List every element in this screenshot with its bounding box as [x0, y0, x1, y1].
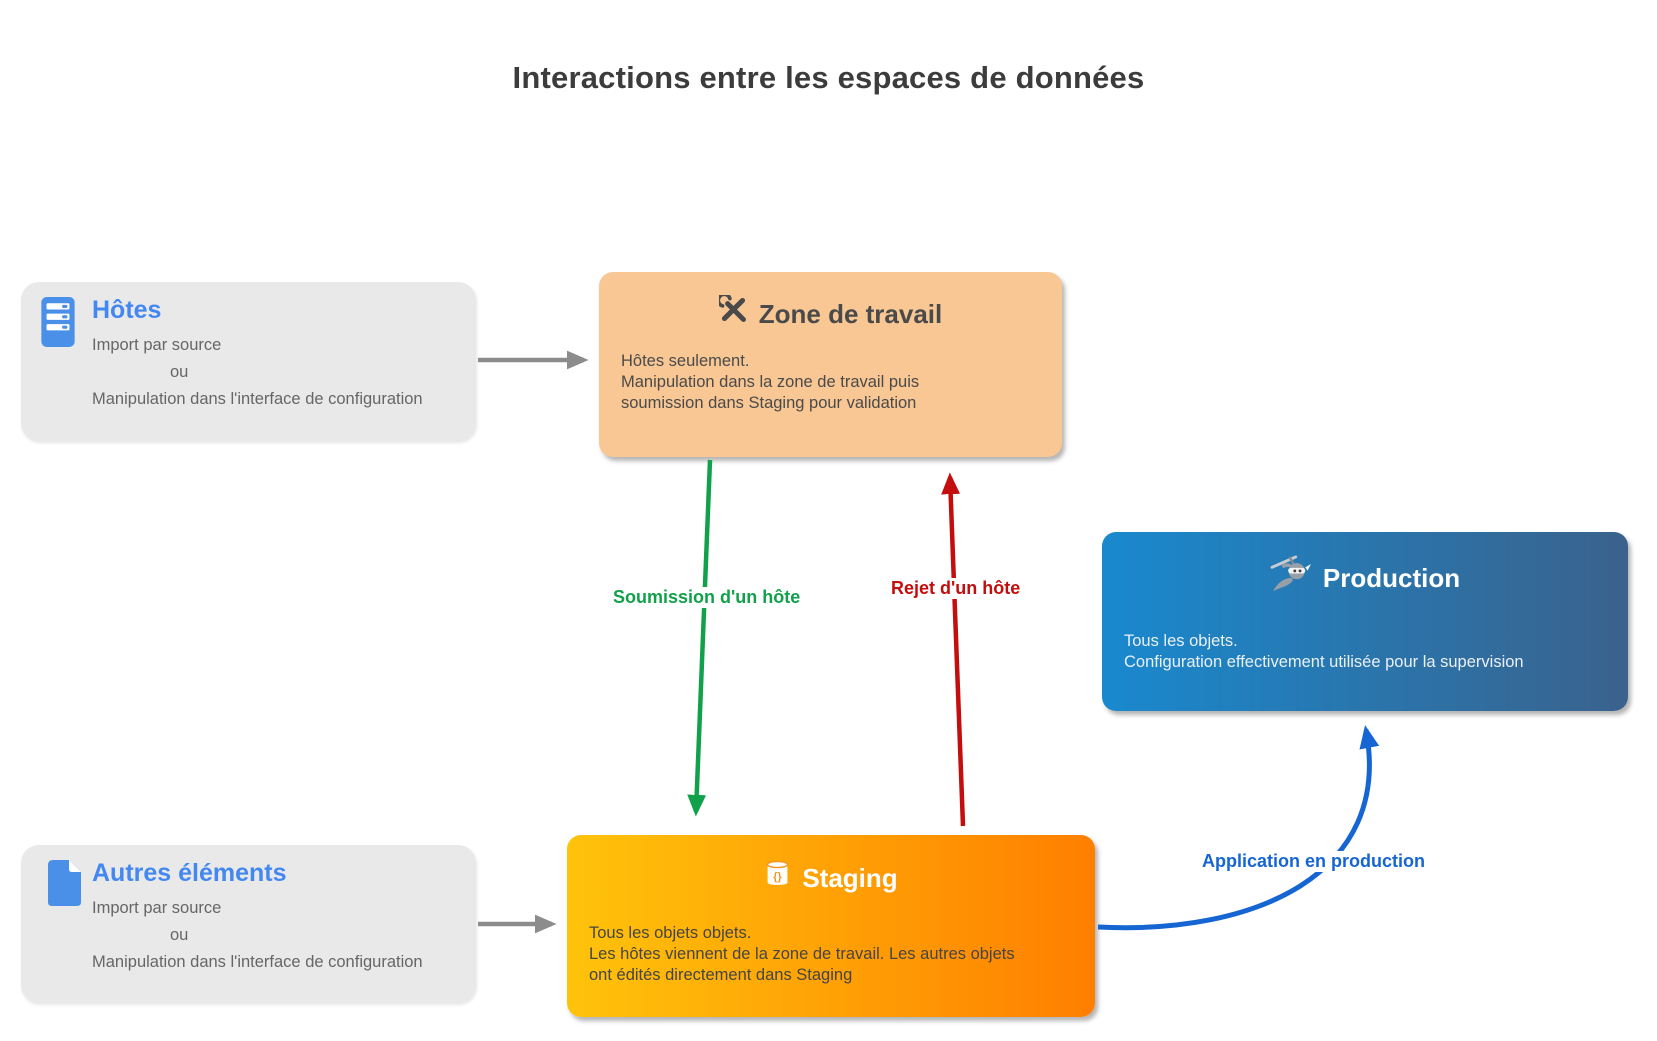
arrow-label-rejet: Rejet d'un hôte [888, 578, 1024, 599]
box-zone-line: soumission dans Staging pour validation [621, 394, 917, 412]
arrow-label-application: Application en production [1199, 851, 1428, 872]
page-title: Interactions entre les espaces de donnée… [512, 60, 1145, 95]
arrow-label-soumission: Soumission d'un hôte [610, 587, 804, 608]
box-production-line: Tous les objets. [1124, 632, 1238, 650]
box-hotes-title: Hôtes [92, 296, 162, 324]
box-zone-title-row: Zone de travail [599, 292, 1062, 332]
box-zone-line: Manipulation dans la zone de travail pui… [621, 373, 920, 391]
svg-text:{}: {} [774, 871, 783, 883]
arrow-soumission [687, 459, 713, 817]
box-staging-line: Tous les objets objets. [589, 924, 752, 942]
box-zone-line: Hôtes seulement. [621, 352, 750, 370]
box-zone-de-travail: Zone de travail Hôtes seulement. Manipul… [599, 272, 1062, 457]
box-production-title: Production [1322, 563, 1461, 593]
box-autres-line: ou [170, 926, 189, 944]
box-staging-body: Tous les objets objets. Les hôtes vienne… [589, 923, 1081, 986]
ninja-icon [1270, 555, 1312, 601]
box-production-title-row: Production [1102, 555, 1628, 601]
server-icon [40, 296, 76, 353]
tools-icon [716, 292, 748, 332]
box-autres-line: Manipulation dans l'interface de configu… [92, 953, 423, 971]
box-autres-elements: Autres éléments Import par source ou Man… [21, 845, 476, 1003]
box-staging-title: Staging [802, 862, 898, 893]
box-zone-body: Hôtes seulement. Manipulation dans la zo… [621, 351, 1048, 414]
arrow-rejet [941, 472, 966, 827]
box-staging-title-row: {} Staging [567, 858, 1095, 897]
box-production-body: Tous les objets. Configuration effective… [1124, 631, 1614, 673]
box-staging-line: ont édités directement dans Staging [589, 966, 853, 984]
box-zone-title: Zone de travail [758, 298, 943, 329]
box-staging: {} Staging Tous les objets objets. Les h… [567, 835, 1095, 1017]
box-production: Production Tous les objets. Configuratio… [1102, 532, 1628, 711]
box-hotes: Hôtes Import par source ou Manipulation … [21, 282, 476, 441]
box-hotes-line: Import par source [92, 336, 222, 354]
box-hotes-line: ou [170, 363, 189, 381]
database-icon: {} [764, 858, 791, 897]
box-hotes-line: Manipulation dans l'interface de configu… [92, 390, 423, 408]
box-autres-line: Import par source [92, 899, 222, 917]
document-icon [43, 859, 81, 912]
box-autres-title: Autres éléments [92, 859, 287, 887]
arrow-application [1097, 725, 1380, 931]
box-production-line: Configuration effectivement utilisée pou… [1124, 653, 1524, 671]
box-staging-line: Les hôtes viennent de la zone de travail… [589, 945, 1015, 963]
